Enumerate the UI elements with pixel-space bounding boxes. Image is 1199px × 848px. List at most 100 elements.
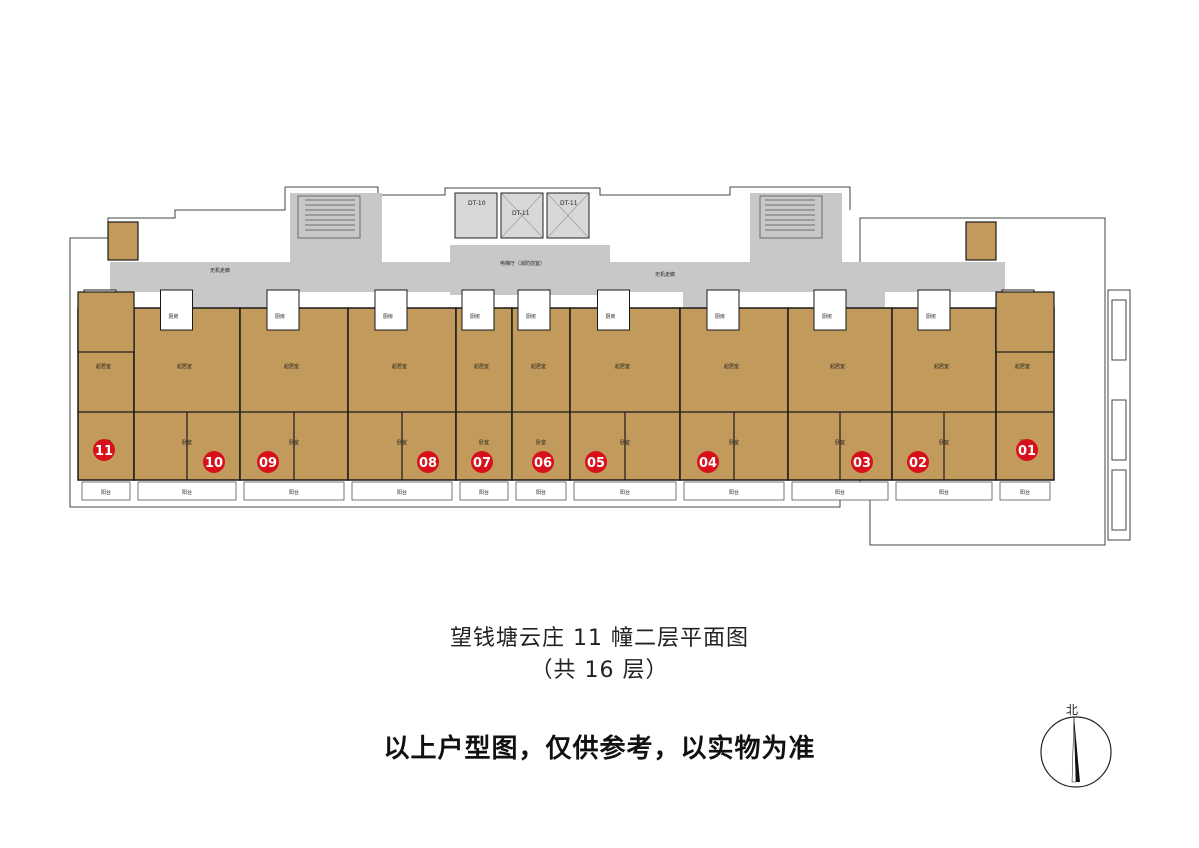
unit-03-living-label: 起居室 (830, 363, 845, 370)
balconies-layer: 阳台阳台阳台阳台阳台阳台阳台阳台阳台阳台阳台 (81, 481, 1051, 501)
unit-01-living-label: 起居室 (1015, 363, 1030, 370)
unit-marker-label: 10 (205, 456, 223, 471)
unit-08-bedroom-label: 卧室 (397, 439, 407, 446)
unit-05-kitchen (597, 289, 630, 331)
unit-marker-circle (697, 451, 719, 473)
unit-marker-01[interactable]: 01 (1016, 439, 1038, 461)
disclaimer: 以上户型图，仅供参考，以实物为准 (383, 734, 816, 764)
unit-06-balcony-label: 阳台 (536, 489, 546, 496)
unit-04-kitchen (706, 289, 740, 331)
shaft-label-a: DT-10 (468, 200, 486, 207)
unit-11-balcony (81, 481, 131, 501)
unit-marker-label: 03 (853, 456, 871, 471)
unit-09-bedroom-label: 卧室 (289, 439, 299, 446)
unit-marker-label: 01 (1018, 444, 1036, 459)
unit-02-bedroom-label: 卧室 (939, 439, 949, 446)
plan-title: 望钱塘云庄 11 幢二层平面图 (450, 626, 749, 651)
unit-08-kitchen-label: 厨房 (383, 313, 393, 320)
unit-06-kitchen-label: 厨房 (526, 313, 536, 320)
wing-right-living (995, 291, 1055, 353)
unit-marker-02[interactable]: 02 (907, 451, 929, 473)
corridor-label-right: 无机走廊 (655, 271, 675, 278)
unit-02-living-label: 起居室 (934, 363, 949, 370)
unit-04-kitchen-label: 厨房 (715, 313, 725, 320)
unit-marker-label: 09 (259, 456, 277, 471)
unit-marker-label: 11 (95, 444, 113, 459)
floor-plan: DT-10 DT-11 DT-11 电梯厅（消防前室） 无机走廊 无机走廊 厨房… (69, 186, 1131, 546)
unit-marker-06[interactable]: 06 (532, 451, 554, 473)
unit-07-bedroom-label: 卧室 (479, 439, 489, 446)
unit-08-kitchen (374, 289, 408, 331)
shaft-label-b: DT-11 (512, 210, 530, 217)
wing-left-living (77, 291, 135, 353)
unit-marker-04[interactable]: 04 (697, 451, 719, 473)
unit-marker-05[interactable]: 05 (585, 451, 607, 473)
unit-02-kitchen (917, 289, 951, 331)
elevator-shafts: DT-10 DT-11 DT-11 电梯厅（消防前室） 无机走廊 无机走廊 (210, 192, 675, 278)
unit-03-kitchen-label: 厨房 (822, 313, 832, 320)
unit-07-kitchen (461, 289, 495, 331)
wing-top-left (107, 221, 139, 261)
unit-07-living-label: 起居室 (474, 363, 489, 370)
unit-08-living-label: 起居室 (392, 363, 407, 370)
unit-marker-09[interactable]: 09 (257, 451, 279, 473)
unit-05-balcony (573, 481, 677, 501)
unit-marker-label: 02 (909, 456, 927, 471)
unit-09-kitchen (266, 289, 300, 331)
unit-marker-circle (93, 439, 115, 461)
unit-marker-03[interactable]: 03 (851, 451, 873, 473)
unit-10-kitchen-label: 厨房 (169, 313, 179, 320)
unit-01-balcony-label: 阳台 (1020, 489, 1030, 496)
unit-07-kitchen-label: 厨房 (470, 313, 480, 320)
unit-06-bedroom-label: 卧室 (536, 439, 546, 446)
unit-marker-07[interactable]: 07 (471, 451, 493, 473)
unit-03-kitchen (813, 289, 847, 331)
unit-marker-label: 05 (587, 456, 605, 471)
unit-05-living-label: 起居室 (615, 363, 630, 370)
wing-top-right (965, 221, 997, 261)
unit-11-balcony-label: 阳台 (101, 489, 111, 496)
unit-10-balcony-label: 阳台 (182, 489, 192, 496)
unit-09-balcony (243, 481, 345, 501)
corridor-label-left: 无机走廊 (210, 267, 230, 274)
unit-marker-label: 06 (534, 456, 552, 471)
unit-09-balcony-label: 阳台 (289, 489, 299, 496)
unit-07-balcony (459, 481, 509, 501)
unit-marker-circle (417, 451, 439, 473)
unit-05-balcony-label: 阳台 (620, 489, 630, 496)
unit-06-balcony (515, 481, 567, 501)
shaft-label-c: DT-11 (560, 200, 578, 207)
unit-marker-circle (532, 451, 554, 473)
unit-08-balcony (351, 481, 453, 501)
unit-marker-circle (471, 451, 493, 473)
unit-marker-11[interactable]: 11 (93, 439, 115, 461)
unit-marker-circle (203, 451, 225, 473)
unit-marker-08[interactable]: 08 (417, 451, 439, 473)
compass-ring (1040, 716, 1112, 788)
unit-07-balcony-label: 阳台 (479, 489, 489, 496)
compass-label: 北 (1066, 703, 1078, 717)
unit-03-balcony-label: 阳台 (835, 489, 845, 496)
unit-01-balcony (999, 481, 1051, 501)
unit-10-kitchen (160, 289, 193, 331)
unit-02-kitchen-label: 厨房 (926, 313, 936, 320)
north-arrow: 北 (1040, 703, 1112, 788)
unit-04-living-label: 起居室 (724, 363, 739, 370)
site-outline (69, 186, 1131, 546)
unit-03-balcony (791, 481, 889, 501)
plan-subtitle: （共 16 层） (530, 658, 669, 683)
unit-marker-10[interactable]: 10 (203, 451, 225, 473)
unit-06-kitchen (517, 289, 551, 331)
unit-09-kitchen-label: 厨房 (275, 313, 285, 320)
unit-04-balcony (683, 481, 785, 501)
unit-05-bedroom-label: 卧室 (620, 439, 630, 446)
unit-04-balcony-label: 阳台 (729, 489, 739, 496)
unit-06-living-label: 起居室 (531, 363, 546, 370)
